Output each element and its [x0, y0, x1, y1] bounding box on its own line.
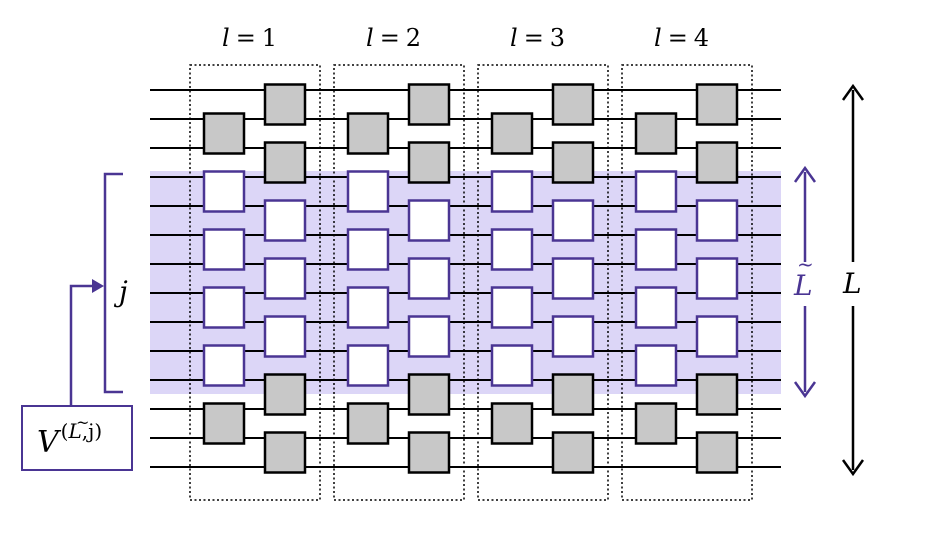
layer-label-4: l=4 [654, 24, 709, 52]
gate-25 [407, 373, 451, 416]
gate-18 [346, 344, 390, 387]
layer-box-1 [189, 64, 321, 501]
gate-8 [263, 141, 307, 184]
gate-39 [551, 431, 595, 474]
j-label: j [113, 275, 128, 308]
gate-35 [551, 199, 595, 242]
gate-7 [263, 83, 307, 126]
gate-11 [263, 315, 307, 358]
gate-44 [634, 344, 678, 387]
gate-33 [551, 83, 595, 126]
gate-28 [490, 170, 534, 213]
gate-4 [202, 286, 246, 329]
l-arrowhead-top [841, 83, 865, 101]
ltilde-tilde: ~ [797, 252, 814, 276]
gate-13 [263, 431, 307, 474]
gate-15 [346, 170, 390, 213]
gate-46 [695, 83, 739, 126]
gate-19 [346, 402, 390, 445]
gate-27 [490, 112, 534, 155]
gate-10 [263, 257, 307, 300]
v-operator-label: V(L,j) [37, 419, 102, 460]
gate-51 [695, 373, 739, 416]
gate-34 [551, 141, 595, 184]
gate-16 [346, 228, 390, 271]
layer-box-4 [621, 64, 753, 501]
v-sup-tilde: ~ [76, 413, 89, 432]
gate-40 [634, 112, 678, 155]
gate-22 [407, 199, 451, 242]
gate-41 [634, 170, 678, 213]
gate-24 [407, 315, 451, 358]
gate-45 [634, 402, 678, 445]
layer-box-3 [477, 64, 609, 501]
gate-26 [407, 431, 451, 474]
l-arrowhead-bottom [841, 459, 865, 477]
layer-label-3: l=3 [510, 24, 565, 52]
layer-label-1: l=1 [222, 24, 277, 52]
gate-32 [490, 402, 534, 445]
gate-52 [695, 431, 739, 474]
gate-42 [634, 228, 678, 271]
gate-20 [407, 83, 451, 126]
ltilde-label: L [793, 269, 813, 302]
gate-5 [202, 344, 246, 387]
ltilde-arrowhead-bottom [793, 381, 817, 399]
gate-31 [490, 344, 534, 387]
gate-1 [202, 112, 246, 155]
gate-21 [407, 141, 451, 184]
gate-49 [695, 257, 739, 300]
gate-36 [551, 257, 595, 300]
layer-label-2: l=2 [366, 24, 421, 52]
gate-50 [695, 315, 739, 358]
gate-30 [490, 286, 534, 329]
l-label: L [842, 267, 862, 300]
gates [202, 83, 739, 474]
gate-2 [202, 170, 246, 213]
gate-48 [695, 199, 739, 242]
j-bracket [103, 172, 123, 394]
gate-29 [490, 228, 534, 271]
v-pointer-arrowhead [92, 279, 104, 293]
layer-boxes [189, 64, 753, 501]
layer-box-2 [333, 64, 465, 501]
gate-9 [263, 199, 307, 242]
gate-47 [695, 141, 739, 184]
v-operator-box [21, 405, 133, 471]
gate-6 [202, 402, 246, 445]
gate-43 [634, 286, 678, 329]
v-pointer-line [69, 284, 96, 406]
ltilde-arrowhead-top [793, 165, 817, 183]
gate-38 [551, 373, 595, 416]
gate-3 [202, 228, 246, 271]
gate-37 [551, 315, 595, 358]
gate-14 [346, 112, 390, 155]
gate-17 [346, 286, 390, 329]
gate-12 [263, 373, 307, 416]
gate-23 [407, 257, 451, 300]
